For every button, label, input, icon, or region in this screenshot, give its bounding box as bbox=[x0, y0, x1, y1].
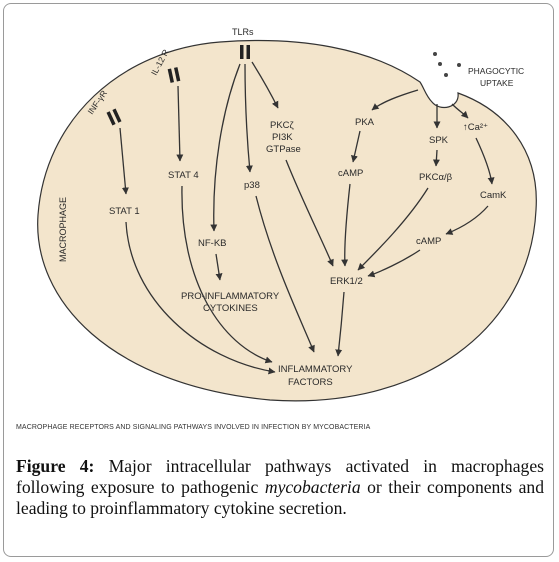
tlrs-receptor bbox=[240, 45, 250, 59]
node-pi3k: PI3K bbox=[272, 132, 293, 143]
arrow-camk-camp bbox=[445, 205, 489, 235]
caption-italic: mycobacteria bbox=[264, 477, 361, 497]
node-erk: ERK1/2 bbox=[330, 276, 363, 287]
macrophage-cell bbox=[37, 39, 537, 402]
arrow-pka-camp bbox=[351, 130, 361, 163]
arrow-nfkb-proinf bbox=[215, 253, 223, 281]
bottom-note: MACROPHAGE RECEPTORS AND SIGNALING PATHW… bbox=[16, 424, 371, 431]
particles bbox=[433, 52, 461, 77]
arrow-stat1-infl bbox=[125, 221, 276, 375]
arrow-phago-pka bbox=[371, 89, 419, 111]
arrow-pkcz-erk bbox=[285, 159, 334, 267]
node-spk: SPK bbox=[429, 135, 449, 146]
arrow-erk-infl bbox=[335, 291, 345, 357]
node-camp-1: cAMP bbox=[338, 168, 363, 179]
node-pkcab: PKCα/β bbox=[419, 172, 453, 183]
caption-label: Figure 4: bbox=[16, 456, 95, 476]
il12-receptor bbox=[167, 67, 181, 83]
arrow-phago-ca bbox=[451, 103, 469, 119]
node-gtpase: GTPase bbox=[266, 144, 301, 155]
node-ca: ↑Ca²⁺ bbox=[463, 122, 488, 133]
node-inflammatory-1: INFLAMMATORY bbox=[278, 364, 353, 375]
node-stat1: STAT 1 bbox=[109, 206, 140, 217]
node-camp-2: cAMP bbox=[416, 236, 441, 247]
arrow-spk-pkcab bbox=[432, 149, 440, 167]
node-p38: p38 bbox=[244, 180, 260, 191]
node-proinf-1: PRO-INFLAMMATORY bbox=[181, 291, 280, 302]
arrow-tlr-nfkb bbox=[210, 63, 241, 232]
caption-text-2: or their components and leading to proin… bbox=[16, 477, 544, 518]
node-proinf-2: CYTOKINES bbox=[203, 303, 258, 314]
node-nfkb: NF-KB bbox=[198, 238, 227, 249]
arrow-tlr-pkcz bbox=[251, 61, 279, 109]
macrophage-label: MACROPHAGE bbox=[58, 197, 68, 262]
arrow-camp-erk-2 bbox=[367, 249, 421, 278]
arrow-inf-stat1 bbox=[119, 127, 129, 195]
arrow-pkcab-erk bbox=[357, 187, 429, 271]
phagocytic-label: PHAGOCYTIC bbox=[468, 66, 524, 76]
node-pka: PKA bbox=[355, 117, 375, 128]
arrow-p38-infl bbox=[255, 195, 315, 353]
node-camk: CamK bbox=[480, 190, 507, 201]
arrow-stat4-infl bbox=[181, 185, 273, 364]
caption-text-1: Major intracellular pathways activated i… bbox=[16, 456, 544, 497]
node-stat4: STAT 4 bbox=[168, 170, 199, 181]
arrow-ca-camk bbox=[475, 137, 495, 185]
tlrs-label: TLRs bbox=[232, 27, 254, 37]
inf-receptor bbox=[106, 108, 122, 126]
signaling-diagram: MACROPHAGE INF-γR IL-12 R TLRs PHAGOCYTI… bbox=[37, 27, 537, 402]
node-pkcz: PKCζ bbox=[270, 120, 295, 131]
figure-frame bbox=[3, 3, 554, 557]
pathway-arrows bbox=[119, 61, 495, 375]
figure-caption: Figure 4: Major intracellular pathways a… bbox=[16, 456, 544, 519]
arrow-tlr-p38 bbox=[244, 63, 253, 173]
node-inflammatory-2: FACTORS bbox=[288, 377, 333, 388]
arrow-il12-stat4 bbox=[176, 85, 184, 162]
arrow-camp-erk bbox=[341, 183, 351, 267]
uptake-label: UPTAKE bbox=[480, 78, 514, 88]
